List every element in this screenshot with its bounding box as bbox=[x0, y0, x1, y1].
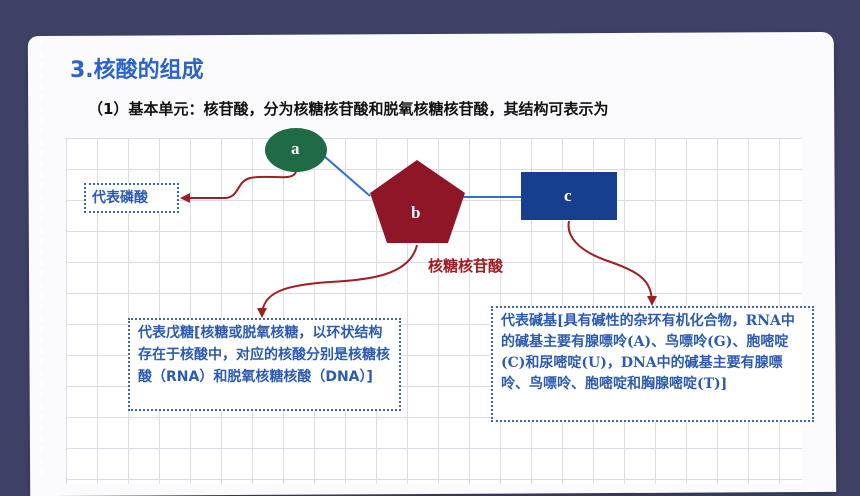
node-a-label: a bbox=[291, 139, 300, 158]
base-rectangle bbox=[521, 172, 617, 220]
phosphate-description-box: 代表磷酸 bbox=[84, 183, 179, 213]
node-b-label: b bbox=[411, 203, 421, 222]
arrow-to-sugar bbox=[257, 244, 418, 318]
arrow-to-base bbox=[567, 220, 657, 306]
sugar-pentagon bbox=[370, 160, 465, 243]
node-c-label: c bbox=[564, 186, 572, 205]
nucleotide-label: 核糖核苷酸 bbox=[428, 257, 504, 275]
intro-text: （1）基本单元：核苷酸，分为核糖核苷酸和脱氧核糖核苷酸，其结构可表示为 bbox=[88, 100, 609, 118]
arrow-to-phosphate bbox=[180, 171, 297, 203]
bond-a-b bbox=[323, 155, 371, 197]
notebook-binding bbox=[40, 40, 43, 480]
phosphate-ellipse bbox=[265, 128, 327, 172]
page-title: 3.核酸的组成 bbox=[70, 58, 204, 83]
nucleotide-diagram bbox=[180, 128, 657, 318]
sugar-description-box: 代表戊糖[核糖或脱氧核糖，以环状结构存在于核酸中，对应的核酸分别是核糖核酸（RN… bbox=[128, 318, 401, 411]
base-description-box: 代表碱基[具有碱性的杂环有机化合物，RNA中的碱基主要有腺嘌呤(A)、鸟嘌呤(G… bbox=[491, 306, 814, 422]
